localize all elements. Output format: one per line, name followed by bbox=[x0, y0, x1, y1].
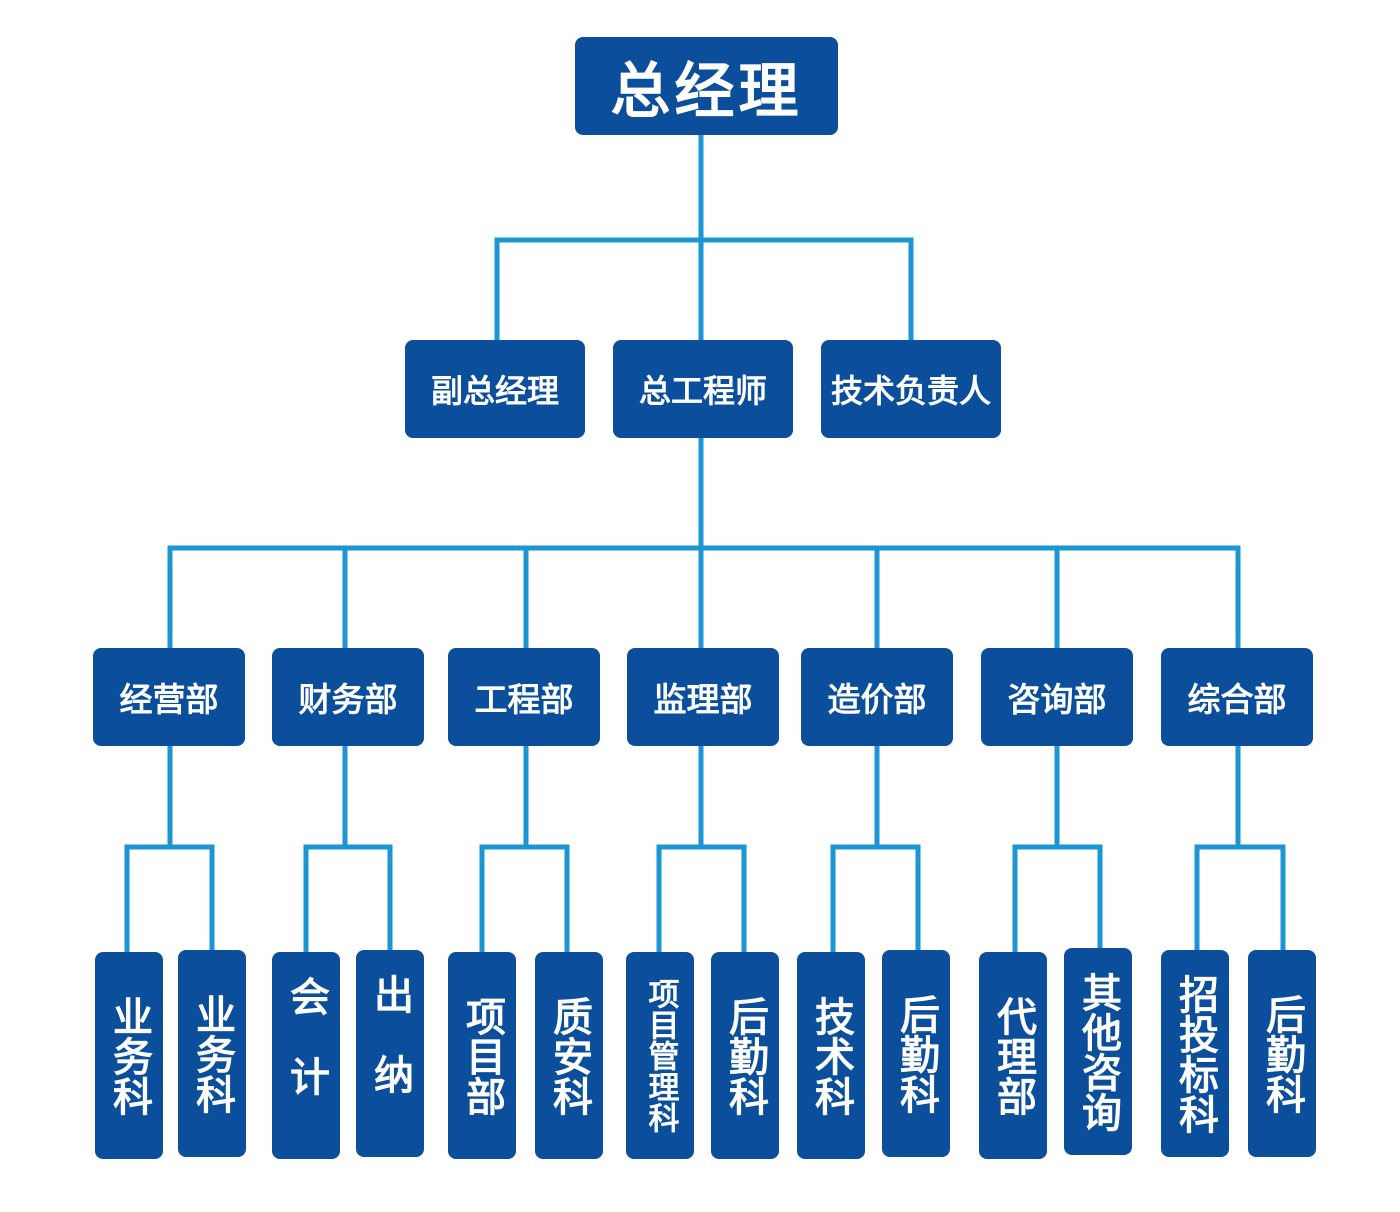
node-unit-technical: 技术科 bbox=[797, 952, 865, 1159]
node-label: 项目管理科 bbox=[642, 978, 679, 1133]
node-unit-logistics-2: 后勤科 bbox=[882, 950, 950, 1157]
node-label: 后勤科 bbox=[893, 993, 939, 1114]
node-unit-bidding: 招投标科 bbox=[1161, 950, 1229, 1157]
node-label: 副总经理 bbox=[430, 372, 559, 410]
node-label: 经营部 bbox=[119, 680, 219, 719]
node-label: 总工程师 bbox=[638, 372, 767, 410]
node-label: 综合部 bbox=[1187, 680, 1287, 719]
node-label: 质安科 bbox=[546, 995, 592, 1116]
node-unit-business-1: 业务科 bbox=[95, 952, 163, 1159]
node-unit-other-consulting: 其他咨询 bbox=[1064, 948, 1132, 1155]
node-label: 后勤科 bbox=[722, 995, 768, 1116]
node-label: 后勤科 bbox=[1259, 993, 1305, 1114]
node-label: 业务科 bbox=[189, 993, 235, 1114]
node-label: 工程部 bbox=[474, 680, 574, 719]
node-label: 会计 bbox=[283, 975, 329, 1136]
node-deputy-general-manager: 副总经理 bbox=[405, 340, 585, 438]
node-label: 监理部 bbox=[653, 680, 753, 719]
node-unit-agency: 代理部 bbox=[979, 952, 1047, 1159]
node-label: 出纳 bbox=[367, 973, 413, 1134]
node-dept-engineering: 工程部 bbox=[448, 648, 600, 746]
node-unit-business-2: 业务科 bbox=[178, 950, 246, 1157]
node-label: 项目部 bbox=[459, 995, 505, 1116]
node-label: 总经理 bbox=[610, 56, 803, 127]
node-label: 业务科 bbox=[106, 995, 152, 1116]
node-label: 财务部 bbox=[298, 680, 398, 719]
node-label: 咨询部 bbox=[1007, 680, 1107, 719]
node-label: 技术科 bbox=[808, 995, 854, 1116]
node-label: 技术负责人 bbox=[830, 372, 991, 410]
node-general-manager: 总经理 bbox=[575, 37, 838, 135]
node-dept-consulting: 咨询部 bbox=[981, 648, 1133, 746]
node-dept-general-affairs: 综合部 bbox=[1161, 648, 1313, 746]
node-dept-business: 经营部 bbox=[93, 648, 245, 746]
node-unit-logistics-1: 后勤科 bbox=[711, 952, 779, 1159]
node-label: 代理部 bbox=[990, 995, 1036, 1116]
node-label: 招投标科 bbox=[1172, 973, 1218, 1134]
node-chief-engineer: 总工程师 bbox=[613, 340, 793, 438]
node-unit-project-management: 项目管理科 bbox=[626, 952, 694, 1159]
node-unit-logistics-3: 后勤科 bbox=[1248, 950, 1316, 1157]
node-unit-accounting: 会计 bbox=[272, 952, 340, 1159]
node-technical-director: 技术负责人 bbox=[821, 340, 1001, 438]
node-unit-project: 项目部 bbox=[448, 952, 516, 1159]
node-label: 其他咨询 bbox=[1075, 971, 1121, 1132]
node-dept-finance: 财务部 bbox=[272, 648, 424, 746]
node-dept-cost: 造价部 bbox=[801, 648, 953, 746]
node-dept-supervision: 监理部 bbox=[627, 648, 779, 746]
node-label: 造价部 bbox=[827, 680, 927, 719]
node-unit-cashier: 出纳 bbox=[356, 950, 424, 1157]
node-unit-quality-safety: 质安科 bbox=[535, 952, 603, 1159]
